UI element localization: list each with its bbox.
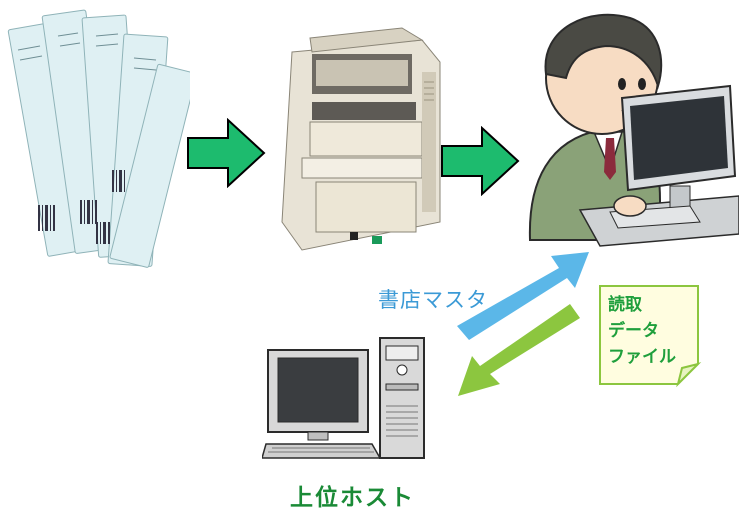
bookstore-master-label: 書店マスタ — [378, 288, 488, 312]
order-slips-icon — [0, 0, 190, 290]
flow-arrow-1 — [186, 118, 266, 188]
host-computer-icon — [262, 336, 432, 462]
file-label-line-3: ファイル — [608, 347, 676, 367]
file-arrow — [450, 300, 580, 400]
file-label-line-1: 読取 — [608, 295, 642, 315]
slip-reader-machine-icon — [272, 22, 442, 258]
host-label: 上位ホスト — [290, 485, 415, 511]
flow-arrow-2 — [440, 126, 520, 196]
operator-at-pc-icon — [510, 0, 739, 262]
data-file-icon: 読取 データ ファイル — [598, 284, 710, 388]
file-label-line-2: データ — [608, 321, 659, 341]
master-arrow — [455, 248, 595, 348]
